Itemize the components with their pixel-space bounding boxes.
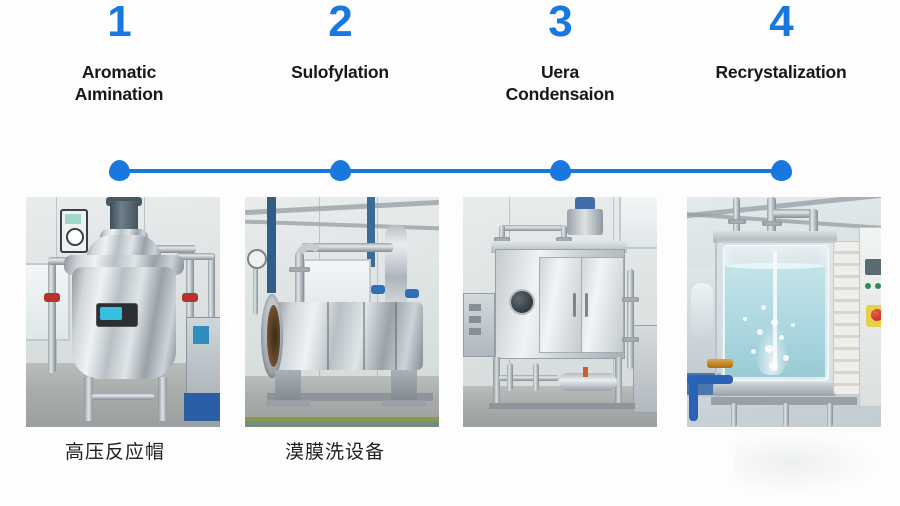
sight-glass-port [509,289,535,315]
step-number-1: 1 [107,0,131,46]
reactor-display [100,307,122,320]
step-label-2-line1: Sulofylation [291,62,389,82]
photo-glass-crystallizer [687,197,881,427]
timeline-step-1[interactable]: 1 Aromatic Aımination [9,0,229,106]
timeline-dot-2[interactable] [329,160,351,181]
step-label-2: Sulofylation [230,61,450,83]
step-number-3: 3 [548,0,572,46]
equipment-photo-3 [463,197,657,427]
vessel-bore [267,305,280,367]
timeline-dot-4[interactable] [770,160,792,181]
agitator-shaft [773,251,777,371]
equipment-caption-2: 漠膜洗设备 [285,441,386,463]
timeline-dot-3[interactable] [549,160,571,181]
step-label-1-line1: Aromatic [81,62,157,82]
electrical-box [463,293,495,357]
step-label-3-line1: Uera [540,62,580,82]
photo-cabinet-dryer [463,197,657,427]
wall-gauge [60,209,88,253]
door-handle-right[interactable] [585,293,588,317]
timeline-step-4[interactable]: 4 Recrystalization [671,0,891,83]
timeline-dot-1[interactable] [108,160,130,181]
blue-pipe [687,375,733,384]
step-label-3: Uera Condensaion [450,61,670,106]
timeline-step-2[interactable]: 2 Sulofylation [230,0,450,83]
blue-pipe-riser [689,375,698,421]
step-label-4-line1: Recrystalization [715,62,847,82]
scan-artifact [735,438,875,494]
heat-exchanger [559,373,617,391]
step-label-4: Recrystalization [671,61,891,83]
cabinet-door-right[interactable] [581,257,624,353]
photo-horizontal-vessel [245,197,439,427]
step-label-1-line2: Aımination [74,84,164,105]
mixer-housing [567,209,603,235]
door-handle-left[interactable] [573,293,576,317]
step-number-4: 4 [769,0,793,46]
equipment-caption-1: 高压反应帽 [65,441,166,463]
equipment-photo-1 [26,197,220,427]
step-number-2: 2 [328,0,352,46]
emergency-stop-button[interactable] [871,309,881,321]
timeline-track [119,168,781,173]
hmi-display [865,259,881,275]
timeline-step-3[interactable]: 3 Uera Condensaion [450,0,670,106]
mixer-motor [575,197,595,211]
equipment-photo-2 [245,197,439,427]
step-label-3-line2: Condensaion [505,84,615,105]
photo-pressure-reactor [26,197,220,427]
horizontal-vessel-shell [273,302,423,370]
step-label-1: Aromatic Aımination [9,61,229,106]
brass-fitting [707,359,733,368]
equipment-photo-4 [687,197,881,427]
